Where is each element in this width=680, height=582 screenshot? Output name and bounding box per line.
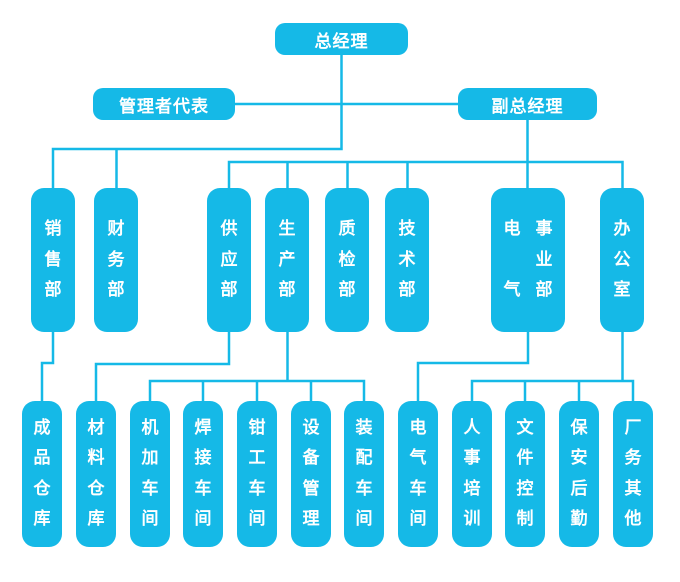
node-label: 办公室 xyxy=(613,219,631,300)
node-label: 文件控制 xyxy=(516,418,534,529)
unit-welding-workshop: 焊接车间 xyxy=(183,401,223,547)
edge-office-rail xyxy=(470,379,635,401)
node-label: 设备管理 xyxy=(302,418,320,529)
node-label: 焊接车间 xyxy=(194,418,212,529)
unit-machining-workshop: 机加车间 xyxy=(130,401,170,547)
node-technology-dept: 技术部 xyxy=(385,188,429,332)
node-label: 机加车间 xyxy=(141,418,159,529)
unit-finished-goods-warehouse: 成品仓库 xyxy=(22,401,62,547)
node-label: 质检部 xyxy=(338,219,356,300)
unit-factory-affairs-other: 厂务其他 xyxy=(613,401,653,547)
node-electrical-division: 电气 事业部 xyxy=(491,188,565,332)
node-label: 成品仓库 xyxy=(33,418,51,529)
node-production-dept: 生产部 xyxy=(265,188,309,332)
edge-dgm-dept-rail xyxy=(227,160,624,188)
edge-electrical-to-workshop xyxy=(416,332,530,401)
node-label: 技术部 xyxy=(398,219,416,300)
node-label: 销售部 xyxy=(44,219,62,300)
unit-fitter-workshop: 钳工车间 xyxy=(237,401,277,547)
node-deputy-general-manager: 副总经理 xyxy=(458,88,597,120)
unit-electrical-workshop: 电气车间 xyxy=(398,401,438,547)
node-label: 电气 事业部 xyxy=(504,221,553,299)
node-label: 装配车间 xyxy=(355,418,373,529)
node-supply-dept: 供应部 xyxy=(207,188,251,332)
node-quality-dept: 质检部 xyxy=(325,188,369,332)
node-general-manager: 总经理 xyxy=(275,23,408,55)
unit-document-control: 文件控制 xyxy=(505,401,545,547)
node-label: 人事培训 xyxy=(463,418,481,529)
node-label: 财务部 xyxy=(107,219,125,300)
node-label: 供应部 xyxy=(220,219,238,300)
node-label: 厂务其他 xyxy=(624,418,642,529)
unit-assembly-workshop: 装配车间 xyxy=(344,401,384,547)
node-management-representative: 管理者代表 xyxy=(93,88,235,120)
edge-gm-left-rail xyxy=(51,55,343,188)
node-finance-dept: 财务部 xyxy=(94,188,138,332)
node-label: 钳工车间 xyxy=(248,418,266,529)
node-label-column: 事业部 xyxy=(535,219,553,300)
unit-hr-training: 人事培训 xyxy=(452,401,492,547)
node-label: 材料仓库 xyxy=(87,418,105,529)
edge-sales-to-warehouse xyxy=(40,332,55,401)
unit-equipment-management: 设备管理 xyxy=(291,401,331,547)
edge-supply-to-warehouse xyxy=(94,332,231,401)
node-sales-dept: 销售部 xyxy=(31,188,75,332)
node-label: 生产部 xyxy=(278,219,296,300)
unit-material-warehouse: 材料仓库 xyxy=(76,401,116,547)
node-office: 办公室 xyxy=(600,188,644,332)
node-label-column: 电气 xyxy=(503,219,521,300)
unit-security-logistics: 保安后勤 xyxy=(559,401,599,547)
node-label: 电气车间 xyxy=(409,418,427,529)
node-label: 保安后勤 xyxy=(570,418,588,529)
